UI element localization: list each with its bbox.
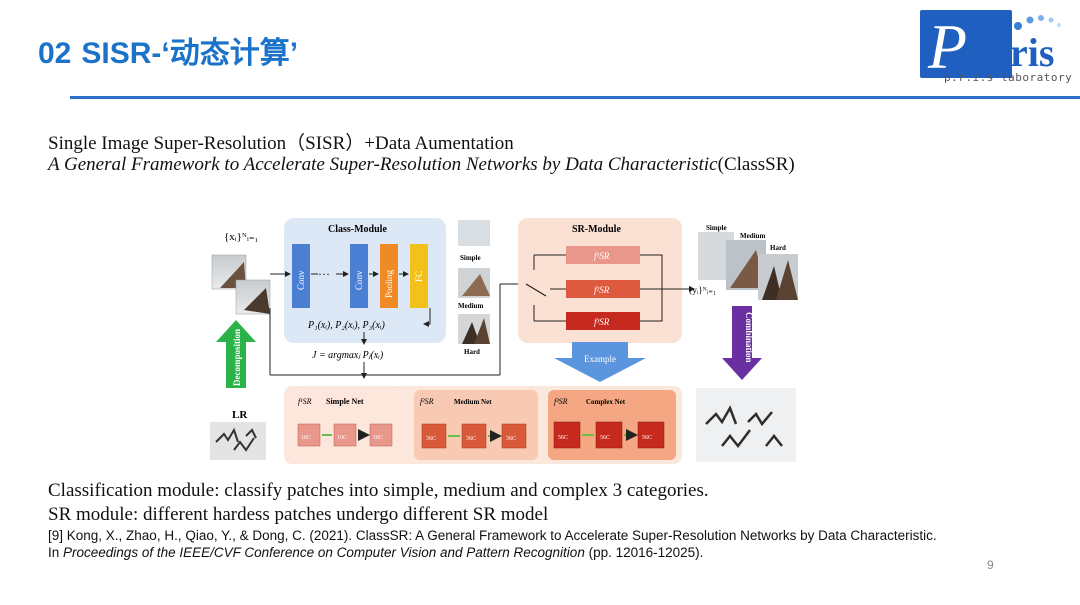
output-label: {yᵢ}ᴺᵢ₌₁ [688,285,716,295]
input-patches [211,254,271,315]
reference-part-2: (pp. 12016-12025). [584,544,704,560]
decomposition-label: Decomposition [232,329,242,386]
class-module-title: Class-Module [328,224,387,235]
example-arrow [554,342,646,382]
sr-branch-3 [566,312,640,330]
sr-branch-3-label: f³SR [594,317,610,327]
conv-block-2 [350,244,368,308]
out-simple-label: Simple [706,224,727,232]
medium-block-1: 36C [426,436,436,442]
section-number: 02 [38,37,72,70]
medium-label: Medium [458,302,483,310]
reference-part-1: [9] Kong, X., Zhao, H., Qiao, Y., & Dong… [48,528,937,560]
simple-net-f: f¹SR [298,397,312,406]
ellipsis: ··· [318,267,330,281]
logo-p: P [927,11,967,82]
sr-branch-1 [566,246,640,264]
simple-net-label: Simple Net [326,397,364,406]
reference-venue: Proceedings of the IEEE/CVF Conference o… [63,544,585,560]
conv-label-1: Conv [296,270,306,290]
header-divider [70,96,1080,99]
sr-branch-2 [566,280,640,298]
simple-block-3: 16C [373,435,383,441]
classsr-framework-figure: {xᵢ}ᴺᵢ₌₁ Class-Module Conv ··· Conv Pool… [210,218,798,464]
medium-net-label: Medium Net [454,398,492,406]
sr-branch-2-label: f²SR [594,285,610,295]
complex-net-label: Complex Net [586,398,626,406]
complex-block-3: 56C [642,435,652,441]
example-label: Example [584,354,616,364]
slide-title: 02 SISR-‘动态计算’ [38,28,298,72]
logo-subtitle: p.r.i.s laboratory [944,71,1073,84]
complex-net-f: f³SR [554,397,568,406]
input-label: {xᵢ}ᴺᵢ₌₁ [224,231,259,243]
intro-line-2: A General Framework to Accelerate Super-… [48,154,795,176]
sr-image [696,388,796,462]
reference-citation: [9] Kong, X., Zhao, H., Qiao, Y., & Dong… [48,528,948,561]
medium-block-2: 36C [466,436,476,442]
medium-net-blocks: 36C 36C 36C [421,423,527,449]
decomposition-arrow [216,320,256,388]
lr-label: LR [232,409,248,421]
paper-title: A General Framework to Accelerate Super-… [48,154,718,175]
body-line-2: SR module: different hardess patches und… [48,504,549,525]
simple-block-2: 16C [337,435,347,441]
hard-label: Hard [464,348,480,356]
simple-block-1: 16C [301,435,311,441]
combination-label: Combination [744,312,754,363]
medium-net-f: f²SR [420,397,434,406]
logo-ris: ris [1010,30,1054,75]
complex-block-1: 56C [558,435,568,441]
probability-label: P₁(xᵢ), P₂(xᵢ), P₃(xᵢ) [307,320,385,331]
intro-line-1: Single Image Super-Resolution（SISR）+Data… [48,133,514,154]
body-line-1: Classification module: classify patches … [48,480,709,501]
sr-branch-1-label: f¹SR [594,251,610,261]
argmax-formula: J = argmaxⱼ Pⱼ(xᵢ) [312,350,384,361]
complex-net-blocks: 56C 56C 56C [553,421,665,449]
simple-label: Simple [460,254,481,262]
pooling-block [380,244,398,308]
page-number: 9 [987,558,994,572]
conv-block-1 [292,244,310,308]
complex-block-2: 56C [600,435,610,441]
paper-abbrev: (ClassSR) [717,154,795,175]
conv-label-2: Conv [354,270,364,290]
medium-block-3: 36C [506,436,516,442]
fc-label: FC [414,271,424,282]
simple-patch [458,220,490,246]
simple-net-blocks: 16C 16C 16C [297,424,393,446]
combination-arrow [722,306,762,380]
section-title: SISR-‘动态计算’ [81,37,299,70]
pooling-label: Pooling [384,269,394,298]
pris-logo: P ris [920,10,1061,82]
out-medium-label: Medium [740,232,765,240]
sr-module-title: SR-Module [572,224,621,235]
out-hard-label: Hard [770,244,786,252]
fc-block [410,244,428,308]
